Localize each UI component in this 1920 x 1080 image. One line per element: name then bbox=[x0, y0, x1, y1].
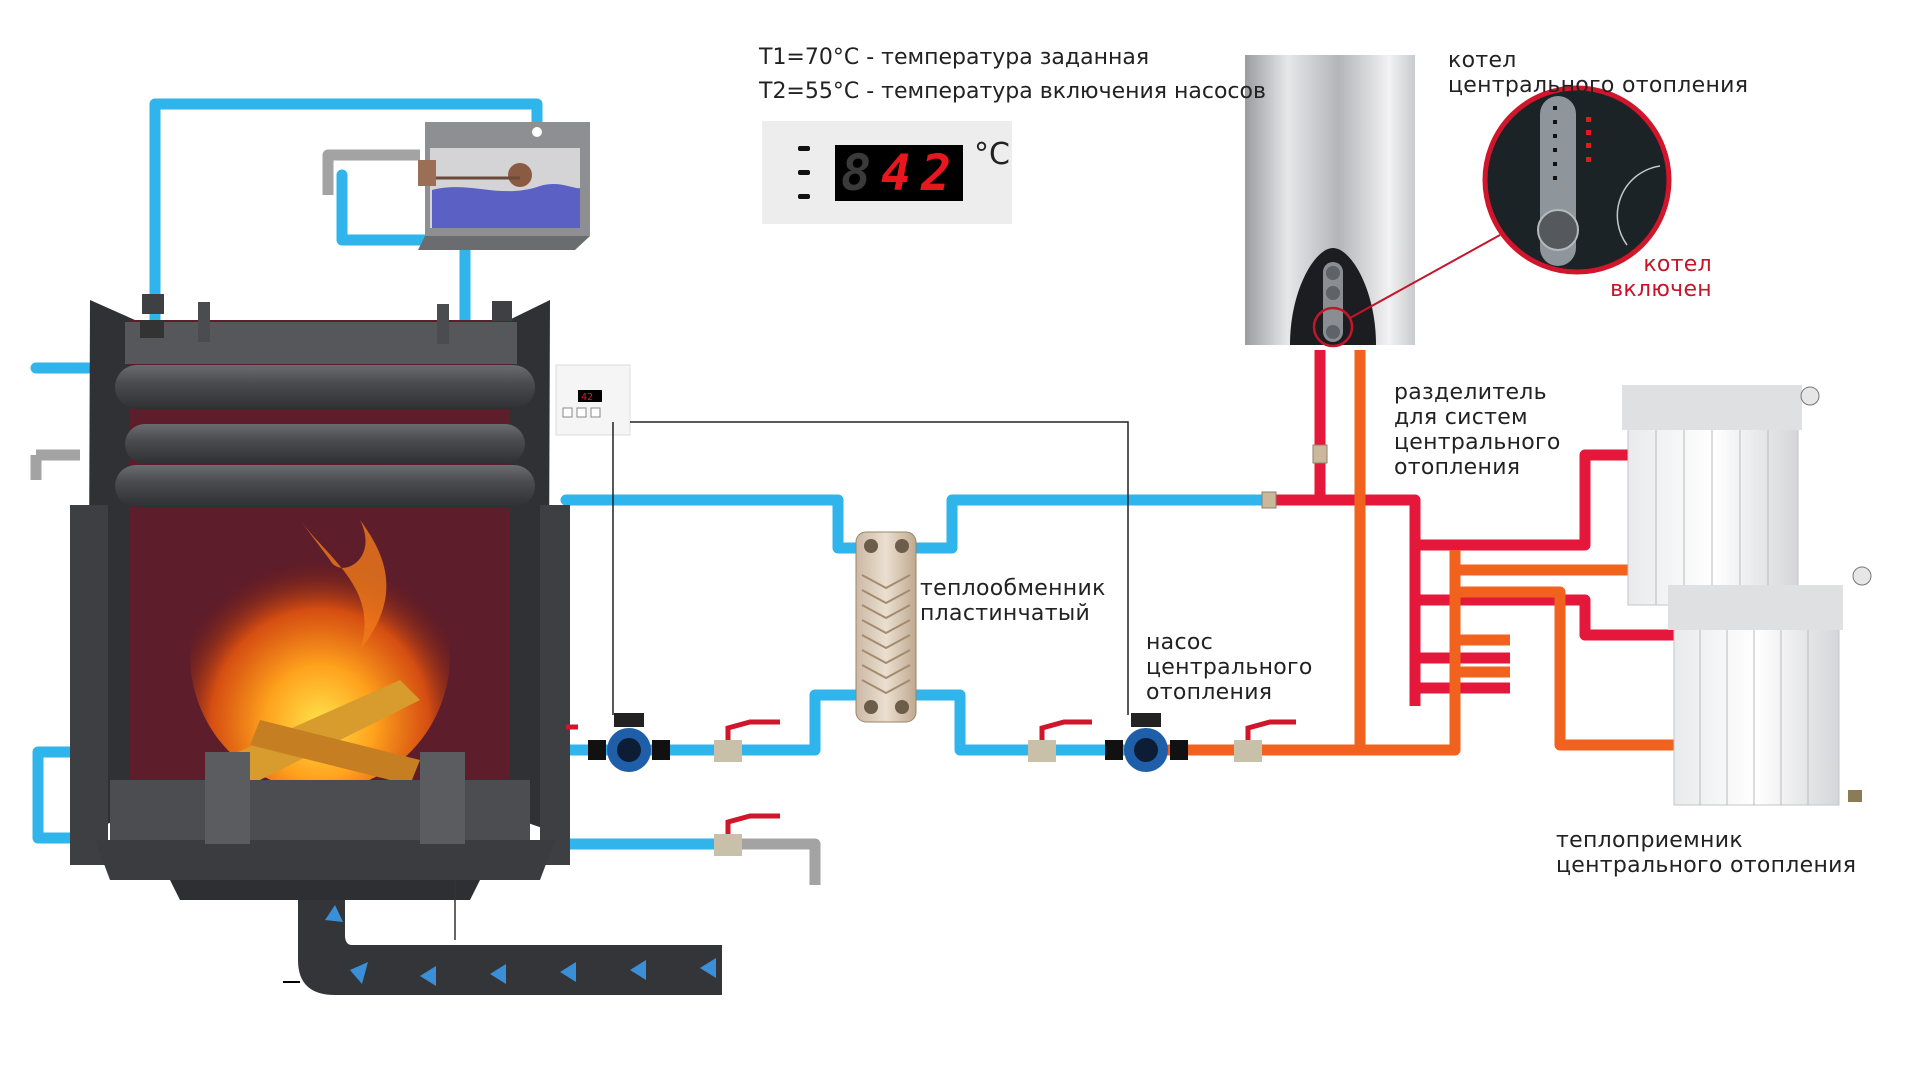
air-flow-arrows bbox=[325, 905, 716, 986]
water-tube bbox=[115, 465, 535, 507]
pump-central-heating[interactable] bbox=[1105, 713, 1188, 772]
ball-valves[interactable] bbox=[566, 719, 1296, 856]
indicator-dash bbox=[798, 170, 810, 175]
thermostat-display-panel: 8 4 2 °C bbox=[762, 121, 1012, 224]
control-wires bbox=[612, 421, 1129, 715]
water-tube bbox=[125, 424, 525, 464]
plate-heat-exchanger bbox=[855, 531, 917, 723]
led-digit-inactive: 8 bbox=[841, 144, 872, 202]
ball-valve[interactable] bbox=[714, 813, 780, 856]
status-leds bbox=[1586, 117, 1591, 162]
led-display: 8 4 2 bbox=[835, 145, 963, 201]
radiator-lower bbox=[1668, 566, 1872, 806]
led-digit: 4 bbox=[881, 144, 912, 202]
pipe-secondary-supply bbox=[900, 494, 1274, 554]
central-heating-boiler bbox=[1245, 55, 1501, 348]
fireplace-boiler bbox=[70, 294, 570, 900]
fittings bbox=[1261, 444, 1328, 509]
temperature-unit: °C bbox=[974, 137, 1010, 172]
pipe-primary-supply bbox=[560, 494, 876, 554]
water-tube bbox=[115, 365, 535, 409]
indicator-dash bbox=[798, 146, 810, 151]
ball-valve[interactable] bbox=[1234, 719, 1296, 762]
ball-valve[interactable] bbox=[714, 719, 780, 762]
led-digit: 2 bbox=[921, 144, 952, 202]
ball-valve[interactable] bbox=[1028, 719, 1092, 762]
fireplace-controller[interactable]: 42 bbox=[555, 364, 631, 436]
boiler-control-zoom bbox=[1482, 85, 1672, 275]
hot-water-pipes bbox=[1268, 350, 1674, 706]
zoom-highlight-ring bbox=[1312, 306, 1354, 348]
indicator-dash bbox=[798, 194, 810, 199]
pipe-primary-return bbox=[560, 689, 876, 756]
pipe-left-loop bbox=[32, 746, 96, 844]
setpoint-t1-label: T1=70°C - температура заданная bbox=[759, 45, 1150, 70]
svg-text:42: 42 bbox=[581, 392, 593, 403]
gray-pipes bbox=[30, 149, 821, 885]
radiator-upper bbox=[1622, 385, 1820, 606]
temperature-knob[interactable] bbox=[1537, 209, 1579, 251]
pump-primary[interactable] bbox=[588, 713, 670, 772]
expansion-tank bbox=[418, 122, 590, 250]
air-intake-duct bbox=[283, 880, 722, 995]
firewood-log bbox=[250, 720, 420, 785]
pipe-secondary-return bbox=[900, 689, 1146, 756]
setpoint-t2-label: T2=55°C - температура включения насосов bbox=[759, 79, 1266, 104]
